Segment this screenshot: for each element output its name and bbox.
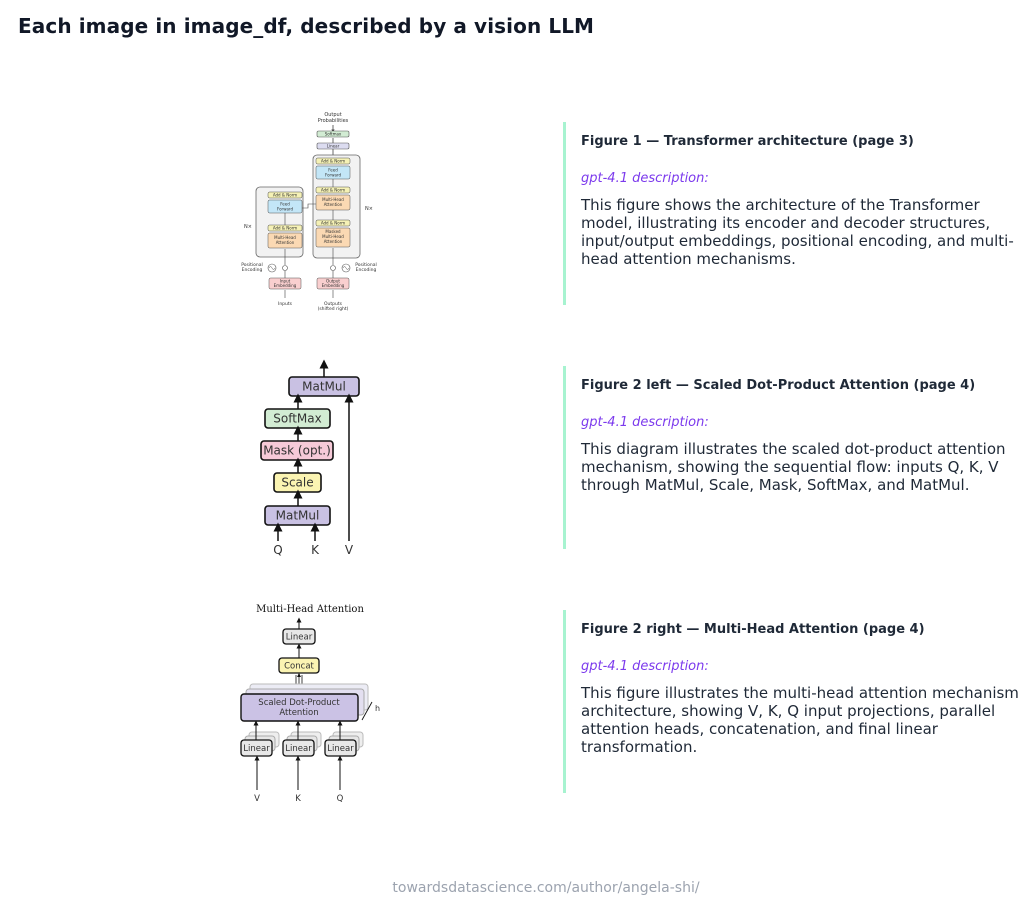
concat-label: Concat [284,662,314,672]
v-input-label: V [345,543,354,557]
q-input-label: Q [337,794,344,804]
encoder-add-norm-2-label: Add & Norm [273,193,297,198]
figure-description: This figure illustrates the multi-head a… [581,684,1019,756]
mask-label: Mask (opt.) [263,444,331,458]
figure-text-block: Figure 1 — Transformer architecture (pag… [581,134,1021,268]
softmax-label: SoftMax [273,412,322,426]
v-linear-label: Linear [243,744,270,754]
k-input-label: K [295,794,301,804]
figure-description: This diagram illustrates the scaled dot-… [581,440,1006,494]
model-label: gpt-4.1 description: [581,171,709,186]
figure-text-block: Figure 2 right — Multi-Head Attention (p… [581,622,1021,756]
scale-label: Scale [281,476,313,490]
accent-bar [563,610,566,793]
multi-head-title: Multi-Head Attention [256,604,364,615]
decoder-linear-label: Linear [327,144,340,149]
v-input-label: V [254,794,260,804]
decoder-softmax-label: Softmax [325,132,342,137]
encoder-multi-head-attention [267,232,303,249]
k-linear-stack [282,731,322,757]
heads-count-label: h [375,704,380,713]
model-label: gpt-4.1 description: [581,659,709,674]
inputs-label: Inputs [278,301,293,307]
footer-credit: towardsdatascience.com/author/angela-shi… [392,880,700,896]
decoder-nx-label: N× [365,206,373,212]
figure-description: This figure shows the architecture of th… [581,196,1014,268]
encoder-add-circle-icon [282,265,288,271]
figure-title: Figure 2 left — Scaled Dot-Product Atten… [581,378,976,393]
scaled-dot-product-diagram: MatMul SoftMax Mask (opt.) Scale MatMul … [260,359,360,557]
bottom-matmul-block [264,505,331,526]
figure-text-block: Figure 2 left — Scaled Dot-Product Atten… [581,378,1021,494]
accent-bar [563,366,566,549]
scaled-dot-product-figure: MatMul SoftMax Mask (opt.) Scale MatMul … [256,358,376,560]
outputs-label: Outputs(shifted right) [318,301,349,312]
figure-title: Figure 2 right — Multi-Head Attention (p… [581,622,925,637]
top-matmul-block [288,376,360,397]
accent-bar [563,122,566,305]
final-linear-label: Linear [286,633,313,643]
top-matmul-label: MatMul [302,380,346,394]
page-title: Each image in image_df, described by a v… [18,14,595,38]
decoder-add-norm-1-label: Add & Norm [321,221,345,226]
decoder-add-norm-3 [315,157,351,165]
multi-head-attention-figure: Multi-Head Attention Linear Concat Scale… [236,600,386,810]
q-linear-label: Linear [327,744,354,754]
model-label: gpt-4.1 description: [581,415,709,430]
k-input-label: K [311,543,320,557]
decoder-add-circle-icon [330,265,336,271]
encoder-add-norm-2 [267,191,303,199]
decoder-add-norm-2-label: Add & Norm [321,188,345,193]
q-input-label: Q [273,543,282,557]
encoder-add-norm-1-label: Add & Norm [273,226,297,231]
k-linear-label: Linear [285,744,312,754]
decoder-masked-attention [315,227,351,248]
figure-title: Figure 1 — Transformer architecture (pag… [581,134,914,149]
encoder-nx-label: N× [244,224,252,230]
decoder-softmax-block [316,130,350,138]
bottom-matmul-label: MatMul [276,509,320,523]
decoder-add-norm-3-label: Add & Norm [321,159,345,164]
multi-head-attention-diagram: Multi-Head Attention Linear Concat Scale… [240,604,380,804]
